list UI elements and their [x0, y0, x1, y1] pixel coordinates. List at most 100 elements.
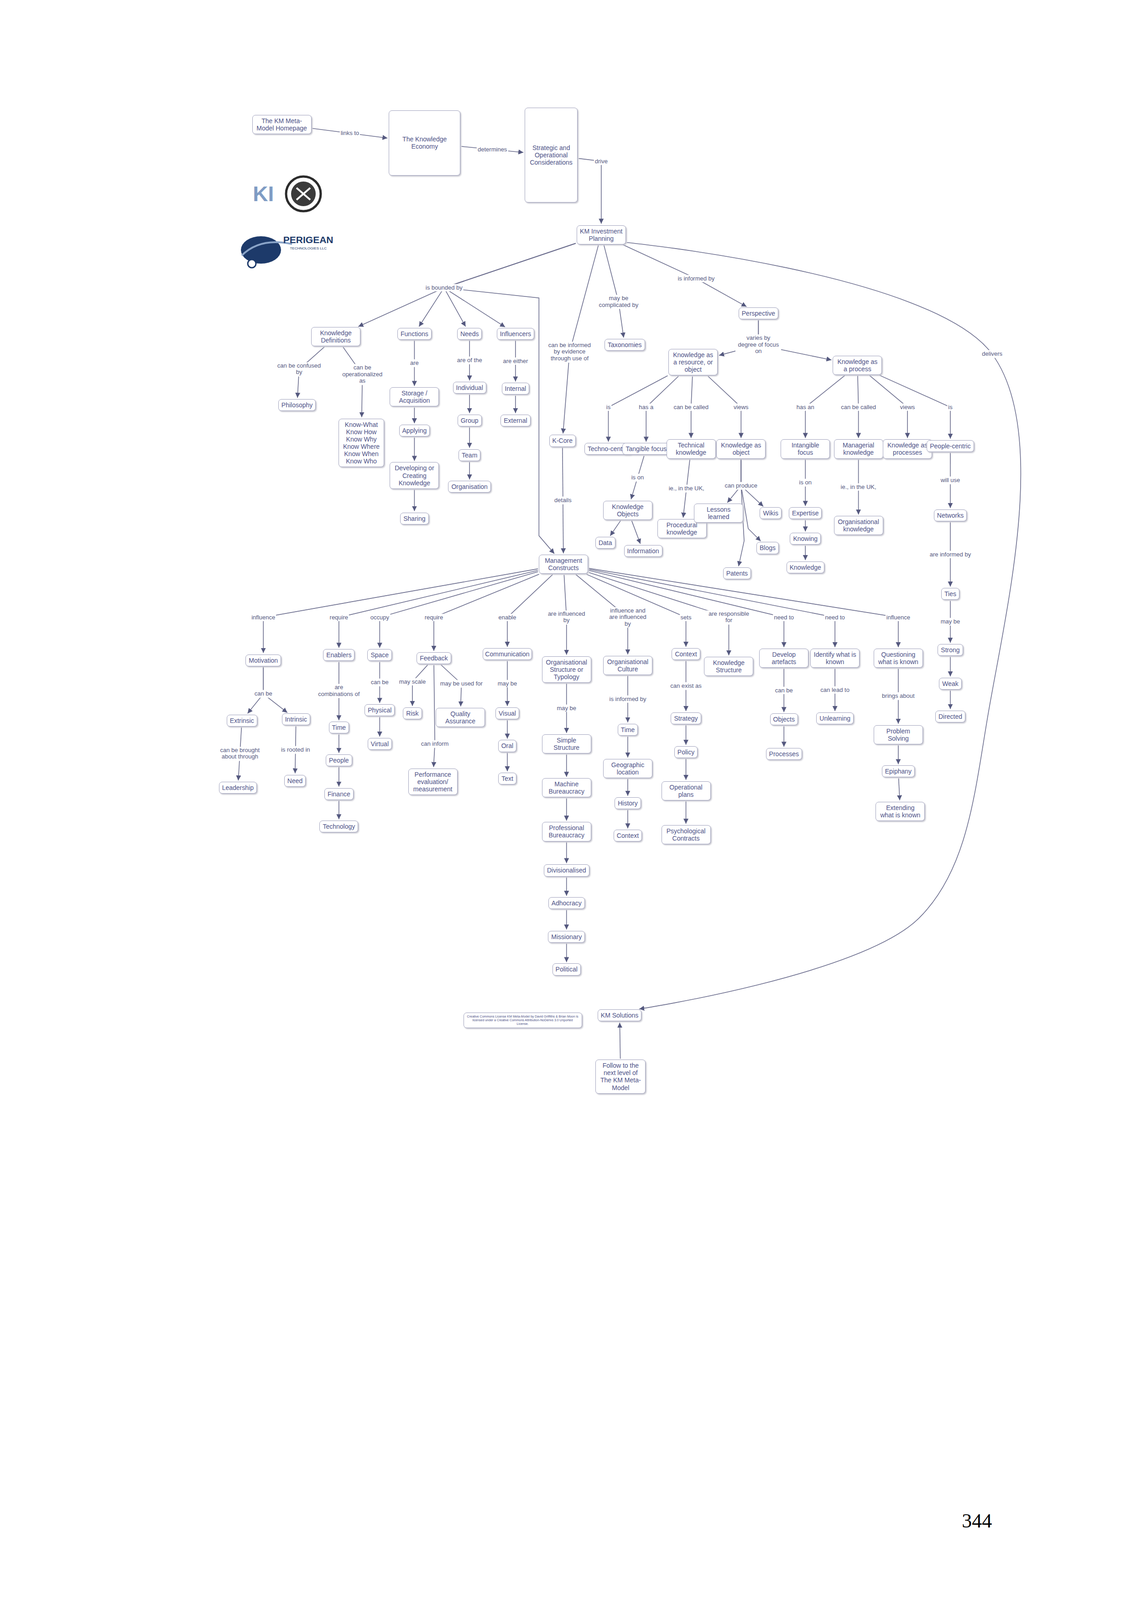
link-phrase: is informed by	[608, 695, 648, 704]
concept-text: Data	[598, 539, 613, 547]
concept-box: Group	[457, 414, 482, 427]
concept-box: Feedback	[416, 652, 451, 665]
concept-box: History	[614, 797, 642, 810]
concept-text: Managerial knowledge	[837, 441, 881, 457]
concept-box: Professional Bureaucracy	[542, 822, 592, 842]
concept-box: Weak	[938, 677, 962, 690]
concept-text: Needs	[460, 330, 479, 338]
concept-box: The Knowledge Economy	[388, 110, 461, 176]
connector	[949, 656, 951, 677]
concept-text: Creative Commons License KM Meta-Model b…	[466, 1015, 579, 1027]
concept-box: Influencers	[496, 328, 535, 340]
connector	[588, 569, 835, 648]
concept-box: Managerial knowledge	[833, 439, 884, 459]
concept-text: Develop artefacts	[762, 651, 806, 666]
concept-box: Data	[595, 536, 616, 549]
concept-text: Taxonomies	[607, 341, 642, 349]
link-phrase: are either	[501, 357, 529, 365]
concept-text: Knowledge as a resource, or object	[671, 351, 715, 374]
logo-text: TECHNOLOGIES LLC	[289, 245, 327, 251]
concept-text: Networks	[937, 511, 964, 520]
concept-text: Group	[460, 416, 479, 425]
link-phrase: is bounded by	[424, 284, 464, 292]
concept-text: Processes	[769, 750, 799, 758]
concept-text: Policy	[677, 748, 695, 756]
link-phrase: can be called	[839, 403, 877, 412]
concept-box: KM Solutions	[597, 1009, 642, 1022]
connector	[619, 1022, 621, 1059]
link-phrase: drive	[594, 157, 609, 166]
concept-text: Missionary	[551, 933, 582, 941]
link-phrase: can be	[370, 678, 390, 687]
concept-box: Processes	[766, 748, 803, 761]
connector	[469, 462, 470, 480]
concept-text: Motivation	[248, 656, 278, 665]
concept-text: Knowing	[792, 535, 818, 543]
concept-text: Extending what is known	[878, 804, 922, 819]
connector	[562, 245, 599, 434]
link-phrase: occupy	[369, 613, 391, 622]
link-phrase: can produce	[724, 482, 759, 490]
connector	[469, 427, 470, 449]
concept-text: Wikis	[762, 509, 778, 517]
connector	[685, 801, 687, 824]
concept-box: Management Constructs	[538, 554, 589, 574]
concept-text: Technical knowledge	[669, 441, 713, 457]
link-phrase: need to	[823, 613, 846, 622]
concept-box: Lessons learned	[693, 503, 744, 523]
concept-text: Lessons learned	[697, 505, 741, 521]
concept-text: Organisational knowledge	[837, 518, 881, 533]
concept-text: Know-What Know How Know Why Know Where K…	[341, 421, 381, 466]
concept-text: Context	[674, 650, 697, 658]
concept-text: Knowledge as a process	[835, 358, 879, 373]
link-phrase: are of the	[456, 356, 484, 365]
connector	[783, 726, 785, 747]
concept-text: Epiphany	[885, 767, 912, 776]
connector	[727, 459, 741, 503]
concept-box: Philosophy	[278, 399, 317, 412]
link-phrase: ie., in the UK,	[667, 484, 706, 493]
concept-text: Organisational Culture	[606, 658, 650, 673]
connector	[506, 753, 508, 772]
concept-text: Organisational Structure or Typology	[545, 658, 589, 681]
concept-box: Psychological Contracts	[661, 825, 711, 845]
link-phrase: may be complicated by	[595, 295, 642, 310]
link-phrase: links to	[339, 129, 360, 138]
concept-box: Storage / Acquisition	[389, 387, 439, 407]
link-phrase: can lead to	[819, 686, 851, 694]
concept-box: Quality Assurance	[435, 708, 485, 728]
connector	[515, 395, 516, 413]
connector	[338, 801, 340, 820]
concept-text: Tangible focus	[625, 445, 667, 453]
connector	[338, 734, 340, 754]
concept-box: Political	[552, 963, 581, 976]
link-phrase: need to	[773, 613, 795, 622]
concept-text: Leadership	[222, 784, 254, 792]
connector	[566, 842, 568, 864]
concept-box: People	[325, 754, 353, 767]
concept-text: Directed	[938, 713, 963, 721]
concept-box: K-Core	[549, 434, 576, 447]
concept-text: Performance evaluation/ measurement	[411, 771, 455, 793]
link-phrase: influence and are influenced by	[604, 607, 651, 629]
concept-text: Knowledge	[789, 563, 822, 572]
concept-text: Intrinsic	[285, 715, 308, 724]
concept-text: Patents	[726, 569, 748, 578]
concept-box: Blogs	[756, 542, 779, 554]
link-phrase: is informed by	[676, 275, 716, 283]
concept-box: Follow to the next level of The KM Meta-…	[595, 1059, 646, 1094]
link-phrase: are combinations of	[316, 684, 362, 699]
connector	[627, 810, 629, 829]
connector	[358, 243, 576, 327]
concept-box: Directed	[935, 710, 966, 723]
link-phrase: are influenced by	[543, 610, 590, 625]
concept-text: Organisation	[451, 483, 488, 491]
concept-box: Objects	[770, 713, 798, 726]
concept-box: Simple Structure	[542, 734, 592, 754]
concept-text: Technology	[322, 823, 355, 831]
concept-box: Networks	[933, 509, 967, 522]
connector	[433, 665, 435, 768]
connector	[506, 720, 508, 740]
